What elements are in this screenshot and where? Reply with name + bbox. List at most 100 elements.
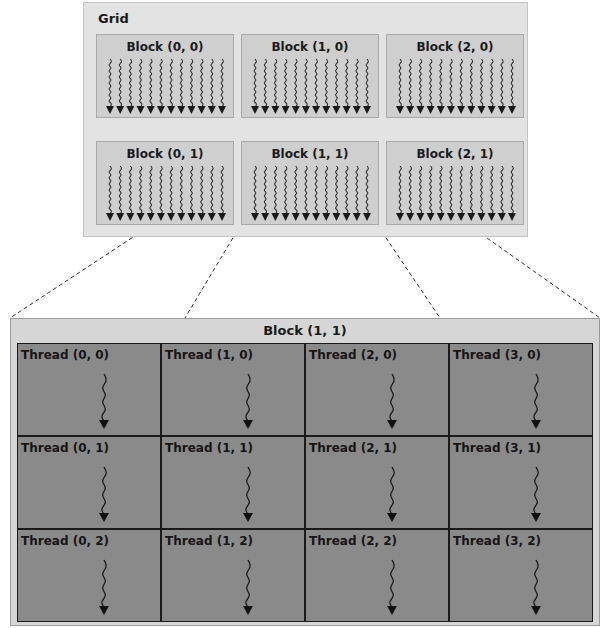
thread-arrowhead	[177, 106, 185, 114]
thread-arrowhead	[477, 106, 485, 114]
thread-squiggle-line	[390, 374, 394, 421]
thread-arrowhead	[157, 213, 165, 221]
thread-squiggle-line	[390, 467, 394, 514]
thread-label: Thread (3, 0)	[450, 344, 592, 362]
thread-arrowhead	[137, 213, 145, 221]
thread-arrowhead	[332, 213, 340, 221]
thread-squiggle	[366, 59, 368, 107]
thread-squiggle	[346, 166, 348, 214]
thread-squiggle	[264, 166, 266, 214]
thread-arrowhead	[99, 513, 109, 522]
block-box: Block (2, 0)	[386, 34, 524, 118]
thread-arrowhead	[282, 106, 290, 114]
thread-arrowhead	[116, 106, 124, 114]
thread-arrowhead	[363, 106, 371, 114]
thread-squiggle	[450, 59, 452, 107]
thread-arrowhead	[508, 213, 516, 221]
thread-squiggle	[325, 166, 327, 214]
thread-cell: Thread (2, 1)	[305, 436, 449, 529]
thread-squiggle-line	[102, 374, 106, 421]
block-label: Block (2, 0)	[387, 35, 523, 54]
thread-arrowhead	[157, 106, 165, 114]
thread-arrowhead	[147, 213, 155, 221]
thread-squiggle	[356, 166, 358, 214]
thread-label: Thread (3, 1)	[450, 437, 592, 455]
thread-arrowhead	[106, 106, 114, 114]
thread-squiggle	[420, 59, 422, 107]
thread-squiggle	[285, 166, 287, 214]
thread-arrowhead	[447, 213, 455, 221]
thread-arrowhead	[427, 213, 435, 221]
thread-arrowhead	[437, 106, 445, 114]
thread-squiggle	[170, 59, 172, 107]
thread-arrowhead	[251, 106, 259, 114]
thread-arrowhead	[302, 213, 310, 221]
thread-arrowhead	[208, 213, 216, 221]
thread-squiggle	[315, 59, 317, 107]
thread-squiggle	[191, 59, 193, 107]
thread-squiggle	[491, 166, 493, 214]
thread-squiggle	[170, 166, 172, 214]
thread-arrowhead	[343, 106, 351, 114]
thread-cell: Thread (3, 1)	[449, 436, 593, 529]
thread-arrowhead	[343, 213, 351, 221]
thread-arrowhead	[126, 213, 134, 221]
thread-squiggle	[109, 59, 111, 107]
thread-label: Thread (0, 2)	[18, 530, 160, 548]
block-box: Block (2, 1)	[386, 141, 524, 225]
thread-arrowhead	[457, 106, 465, 114]
thread-squiggle	[119, 166, 121, 214]
thread-squiggle	[221, 166, 223, 214]
thread-arrowhead	[271, 213, 279, 221]
thread-arrowhead	[396, 213, 404, 221]
thread-squiggle	[109, 166, 111, 214]
thread-label: Thread (3, 2)	[450, 530, 592, 548]
thread-arrowhead	[99, 606, 109, 615]
block-label: Block (1, 1)	[242, 142, 378, 161]
thread-squiggle	[275, 59, 277, 107]
thread-arrowhead	[167, 106, 175, 114]
thread-squiggle	[511, 59, 513, 107]
thread-squiggle-line	[102, 467, 106, 514]
zoom-line	[185, 226, 240, 318]
thread-squiggle	[221, 59, 223, 107]
thread-arrowhead	[292, 106, 300, 114]
thread-squiggle	[501, 59, 503, 107]
thread-squiggle	[399, 166, 401, 214]
thread-arrowhead	[187, 106, 195, 114]
thread-arrowhead	[353, 213, 361, 221]
thread-arrowhead	[488, 213, 496, 221]
thread-arrowhead	[416, 106, 424, 114]
block-box: Block (1, 1)	[241, 141, 379, 225]
thread-squiggle	[191, 166, 193, 214]
thread-cell: Thread (3, 2)	[449, 529, 593, 622]
thread-label: Thread (2, 0)	[306, 344, 448, 362]
thread-cell: Thread (1, 2)	[161, 529, 305, 622]
thread-squiggle	[180, 59, 182, 107]
thread-squiggle	[440, 59, 442, 107]
thread-squiggle	[211, 166, 213, 214]
thread-cell: Thread (1, 1)	[161, 436, 305, 529]
thread-label: Thread (1, 1)	[162, 437, 304, 455]
thread-squiggle	[336, 166, 338, 214]
thread-cell: Thread (0, 0)	[17, 343, 161, 436]
thread-cell: Thread (0, 1)	[17, 436, 161, 529]
thread-squiggle	[346, 59, 348, 107]
thread-arrowhead	[302, 106, 310, 114]
thread-squiggle	[150, 59, 152, 107]
thread-arrowhead	[387, 513, 397, 522]
thread-arrowhead	[322, 106, 330, 114]
thread-arrowhead	[116, 213, 124, 221]
thread-squiggle	[460, 166, 462, 214]
thread-squiggle	[119, 59, 121, 107]
thread-cell: Thread (3, 0)	[449, 343, 593, 436]
thread-arrowhead	[243, 606, 253, 615]
thread-arrowhead	[498, 106, 506, 114]
thread-label: Thread (1, 0)	[162, 344, 304, 362]
thread-squiggle	[201, 59, 203, 107]
thread-squiggle	[430, 59, 432, 107]
thread-squiggle-line	[246, 374, 250, 421]
thread-squiggle	[450, 166, 452, 214]
thread-arrowhead	[187, 213, 195, 221]
